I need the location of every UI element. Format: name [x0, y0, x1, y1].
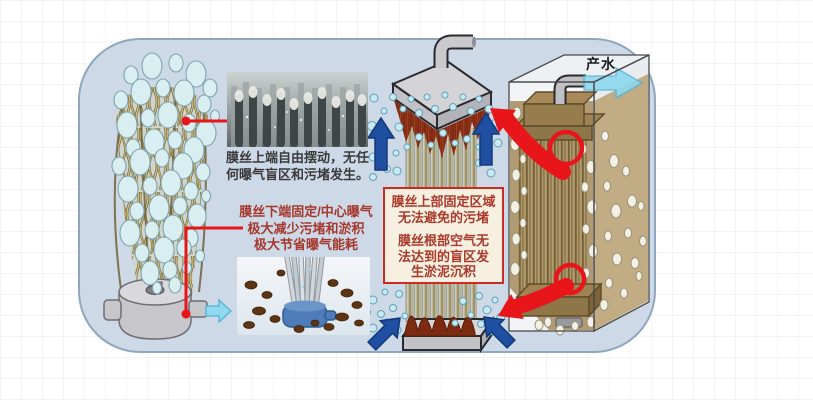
warning-line: 无法避免的污堵	[397, 209, 489, 225]
callout-line-icon	[181, 116, 243, 319]
free-swing-module	[103, 52, 243, 340]
flow-arrow-icon	[205, 298, 232, 324]
caption-line: 何曝气盲区和污堵发生。	[226, 167, 370, 182]
curved-red-arrow-icon	[500, 113, 571, 180]
up-arrow-icons	[366, 111, 516, 351]
tank-outline	[508, 53, 650, 333]
warning-line: 膜丝根部空气无	[397, 233, 489, 248]
curved-red-arrow-icon	[508, 278, 574, 315]
caption-line: 膜丝上端自由摆动，无任	[226, 150, 370, 165]
warning-paragraph: 膜丝上部固定区域 无法避免的污堵	[385, 194, 502, 225]
fixed-bottom-caption: 膜丝下端固定/中心曝气 极大减少污堵和淤积 极大节省曝气能耗	[238, 204, 374, 254]
caption-line: 极大节省曝气能耗	[253, 237, 358, 252]
sludge-specks	[243, 269, 364, 333]
free-swing-caption: 膜丝上端自由摆动，无任 何曝气盲区和污堵发生。	[226, 149, 372, 183]
up-arrow-icon	[471, 111, 501, 166]
cap-pipe	[433, 34, 476, 68]
warning-paragraph: 膜丝根部空气无 法达到的盲区发 生淤泥沉积	[385, 233, 502, 280]
warning-line: 法达到的盲区发	[397, 248, 489, 264]
fixed-bottom-photo	[237, 257, 370, 335]
sludge-mounds	[404, 315, 476, 337]
caption-line: 膜丝下端固定/中心曝气	[239, 204, 373, 219]
up-arrow-icon	[366, 116, 396, 171]
tank-pipe	[553, 74, 586, 104]
membrane-tips-photo	[227, 72, 368, 147]
tank-cap	[514, 91, 606, 141]
submerged-tank	[508, 53, 650, 336]
warning-line: 生淤泥沉积	[410, 264, 476, 279]
diagonal-up-arrow-icon	[367, 317, 401, 351]
caption-line: 极大减少污堵和淤积	[247, 220, 365, 236]
produced-water-label: 产水	[586, 56, 616, 72]
produced-water-arrow-icon	[583, 66, 644, 100]
highlight-circle-icon	[553, 262, 587, 296]
warning-line: 膜丝上部固定区域	[391, 194, 496, 209]
highlight-circle-icon	[547, 129, 585, 167]
diagonal-up-arrow-icon	[483, 316, 516, 349]
curved-red-arrows	[490, 108, 574, 319]
warning-text-box: 膜丝上部固定区域 无法避免的污堵 膜丝根部空气无 法达到的盲区发 生淤泥沉积	[383, 187, 504, 284]
